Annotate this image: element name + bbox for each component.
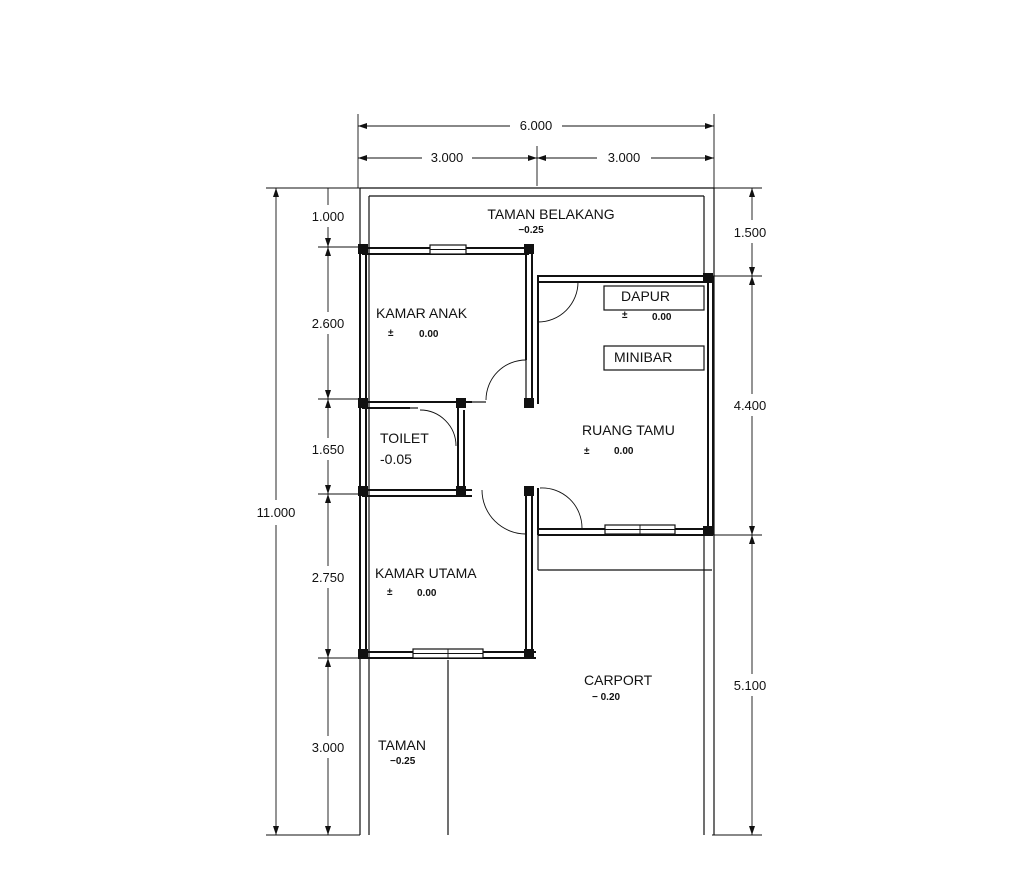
level-ruang-tamu: 0.00	[614, 446, 634, 457]
level-toilet: -0.05	[380, 451, 412, 467]
pm-ruang-tamu: ±	[584, 446, 590, 457]
dim-left-1: 1.000	[312, 209, 345, 224]
room-toilet: TOILET	[380, 430, 429, 446]
level-dapur: 0.00	[652, 312, 672, 323]
level-carport: − 0.20	[592, 692, 621, 703]
pm-kamar-anak: ±	[388, 328, 394, 339]
dim-right-2: 4.400	[734, 398, 767, 413]
dim-left-3: 1.650	[312, 442, 345, 457]
room-kamar-anak: KAMAR ANAK	[376, 305, 468, 321]
dim-right-1: 1.500	[734, 225, 767, 240]
dim-top-total: 6.000	[520, 118, 553, 133]
dim-left-5: 3.000	[312, 740, 345, 755]
level-kamar-utama: 0.00	[417, 588, 437, 599]
columns	[358, 244, 713, 659]
level-kamar-anak: 0.00	[419, 329, 439, 340]
windows	[412, 244, 676, 659]
room-carport: CARPORT	[584, 672, 653, 688]
room-ruang-tamu: RUANG TAMU	[582, 422, 675, 438]
dim-left-4: 2.750	[312, 570, 345, 585]
room-kamar-utama: KAMAR UTAMA	[375, 565, 477, 581]
dimension-lines	[266, 114, 762, 836]
pm-kamar-utama: ±	[387, 587, 393, 598]
room-dapur: DAPUR	[621, 288, 670, 304]
dapur-counter	[603, 285, 705, 311]
doors	[410, 281, 583, 535]
dim-top-left: 3.000	[431, 150, 464, 165]
walls	[359, 187, 715, 835]
level-taman: −0.25	[390, 756, 416, 767]
dim-left-2: 2.600	[312, 316, 345, 331]
room-minibar: MINIBAR	[614, 349, 672, 365]
minibar-counter	[603, 345, 705, 371]
dim-top-right: 3.000	[608, 150, 641, 165]
dim-right-3: 5.100	[734, 678, 767, 693]
dim-left-total: 11.000	[257, 505, 296, 520]
room-taman: TAMAN	[378, 737, 426, 753]
level-taman-belakang: −0.25	[518, 225, 544, 236]
room-taman-belakang: TAMAN BELAKANG	[487, 206, 614, 222]
pm-dapur: ±	[622, 310, 628, 321]
